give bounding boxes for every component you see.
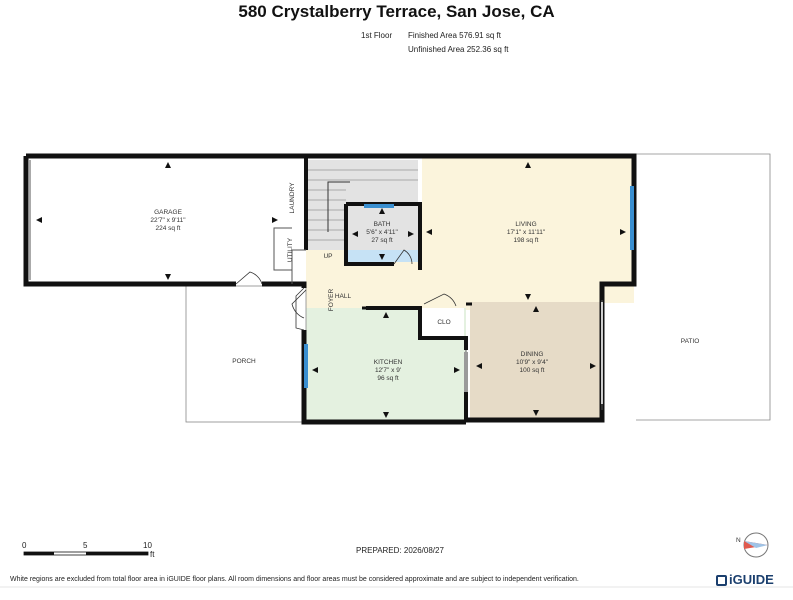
iguide-logo: iGUIDE	[716, 572, 774, 587]
walls	[23, 153, 637, 425]
kitchen-name: KITCHEN	[374, 359, 403, 366]
garage-area: 224 sq ft	[156, 225, 181, 232]
door-swings	[235, 249, 457, 331]
bath-dims: 5'6" x 4'11"	[366, 229, 398, 236]
garage-name: GARAGE	[154, 209, 182, 216]
unfinished-area: Unfinished Area 252.36 sq ft	[408, 45, 509, 54]
bath-area: 27 sq ft	[371, 237, 393, 244]
dining-dims: 10'9" x 9'4"	[516, 359, 549, 366]
dining-fill	[470, 302, 602, 418]
patio-outline	[636, 153, 771, 421]
scale-label-five: 5	[83, 541, 88, 550]
prepared-date: PREPARED: 2026/08/27	[356, 546, 444, 555]
kitchen-area: 96 sq ft	[377, 375, 399, 382]
garage-dims: 22'7" x 9'11"	[150, 217, 186, 224]
porch-name: PORCH	[232, 358, 256, 365]
utility-name: UTILITY	[287, 237, 294, 262]
staircase	[308, 169, 418, 241]
clo-name: CLO	[437, 319, 450, 326]
foyer-name: FOYER	[328, 289, 335, 312]
kitchen-dims: 12'7" x 9'	[375, 367, 401, 374]
scale-label-ten: 10	[143, 541, 152, 550]
laundry-name: LAUNDRY	[289, 182, 296, 214]
patio-name: PATIO	[681, 338, 700, 345]
closet-fill	[422, 308, 464, 336]
footer-disclaimer: White regions are excluded from total fl…	[10, 576, 579, 583]
dining-area: 100 sq ft	[520, 367, 545, 374]
finished-area: Finished Area 576.91 sq ft	[408, 31, 501, 40]
dimension-markers	[36, 162, 626, 418]
up-label: UP	[323, 253, 332, 260]
floor-label: 1st Floor	[361, 31, 393, 40]
scale-unit: ft	[150, 550, 155, 559]
stair-arrow	[327, 181, 350, 232]
compass-icon	[743, 532, 769, 558]
living-dims: 17'1" x 11'11"	[507, 229, 546, 236]
brand-text: iGUIDE	[729, 572, 774, 587]
living-name: LIVING	[515, 221, 536, 228]
page-title: 580 Crystalberry Terrace, San Jose, CA	[238, 2, 555, 21]
compass-label: N	[736, 537, 741, 544]
bath-name: BATH	[374, 221, 391, 228]
windows	[304, 186, 634, 388]
iguide-logo-icon	[716, 575, 727, 586]
living-area: 198 sq ft	[514, 237, 539, 244]
porch-outline	[185, 285, 307, 423]
hall-name: HALL	[335, 293, 352, 300]
dining-name: DINING	[521, 351, 544, 358]
scale-bar	[23, 551, 149, 556]
scale-label-zero: 0	[22, 541, 27, 550]
